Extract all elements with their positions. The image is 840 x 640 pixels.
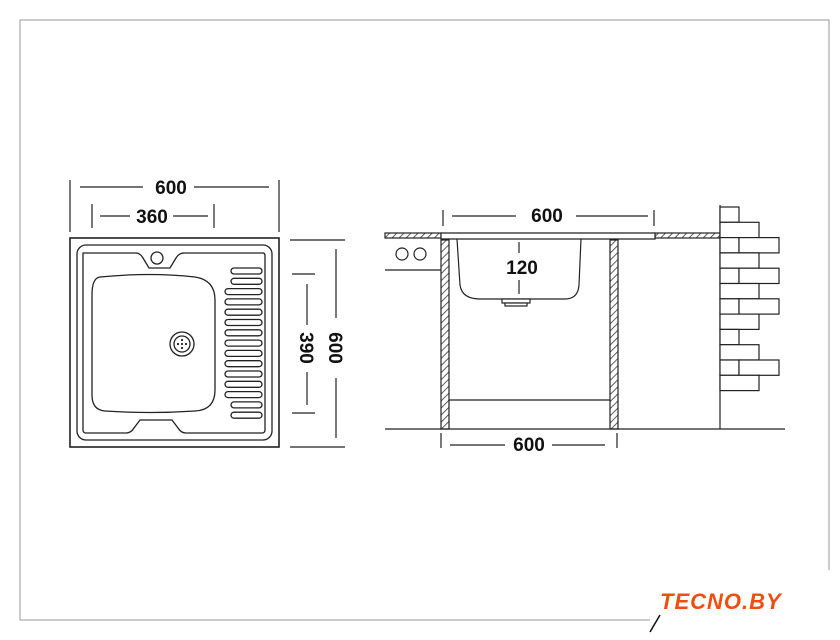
- cabinet-wall-left: [440, 239, 450, 430]
- depth-dimension-label: 600: [324, 332, 345, 364]
- drainboard-rib: [224, 339, 263, 347]
- brick: [738, 237, 780, 254]
- side-view: [384, 205, 785, 448]
- frame-border: [19, 19, 830, 621]
- brick: [738, 267, 780, 285]
- bowl-depth-120-label: 120: [506, 258, 538, 279]
- brick: [719, 313, 760, 331]
- drainboard-rib: [224, 298, 263, 306]
- drainboard-ribs: [224, 267, 263, 419]
- drainboard-rib: [224, 360, 263, 368]
- pipe-circle: [395, 247, 409, 261]
- tecno-by-logo: TECNO.BY: [660, 589, 782, 614]
- logo-slash: [649, 614, 661, 633]
- drainboard-rib: [224, 308, 263, 316]
- drainboard-rib: [224, 287, 263, 296]
- drain-grate: [173, 335, 191, 353]
- brick: [719, 359, 740, 376]
- tap-hole: [150, 251, 164, 265]
- brick: [738, 359, 780, 376]
- drainboard-rib: [224, 349, 263, 358]
- drainboard-rib: [224, 380, 263, 388]
- drainboard-rib: [224, 318, 263, 327]
- brick: [719, 344, 760, 361]
- drain-holes: [176, 338, 188, 350]
- sink-rim: [76, 244, 273, 441]
- brick: [719, 298, 740, 315]
- brick: [719, 282, 760, 300]
- pipe-circle: [413, 247, 427, 261]
- countertop-right: [654, 232, 721, 239]
- brick: [719, 328, 740, 346]
- brick: [719, 237, 740, 254]
- sink-outer-edge: [69, 237, 280, 448]
- brick: [719, 374, 760, 392]
- cabinet-width-dimension-label: 600: [513, 435, 545, 456]
- width-dimension-label: 600: [155, 178, 187, 199]
- drainboard-rib: [224, 390, 263, 399]
- top-view: [69, 237, 280, 448]
- bowl-width-dimension-label: 360: [136, 207, 168, 228]
- bowl-depth-dimension-label: 390: [295, 332, 316, 364]
- drainboard-rib: [230, 277, 263, 285]
- drain: [169, 331, 195, 357]
- drain-outlet: [501, 298, 531, 304]
- top-view-dimensions: [69, 180, 345, 448]
- sink-lip: [440, 232, 656, 240]
- drainboard-rib: [230, 401, 263, 409]
- brick: [719, 252, 760, 269]
- sink-inner-edge: [82, 252, 266, 434]
- cabinet-wall-right: [609, 239, 619, 430]
- brick: [738, 298, 780, 315]
- sink-bowl: [91, 273, 216, 414]
- countertop-left: [384, 232, 442, 239]
- drainboard-rib: [230, 411, 263, 419]
- drain-outlet-base: [504, 302, 528, 307]
- sink-width-dimension-label: 600: [531, 206, 563, 227]
- drainboard-rib: [230, 267, 263, 275]
- brick: [719, 206, 740, 223]
- brick: [719, 267, 740, 285]
- drainboard-rib: [224, 329, 263, 337]
- brick-wall: [719, 206, 780, 392]
- drainboard-rib: [224, 370, 263, 378]
- brick: [719, 221, 760, 239]
